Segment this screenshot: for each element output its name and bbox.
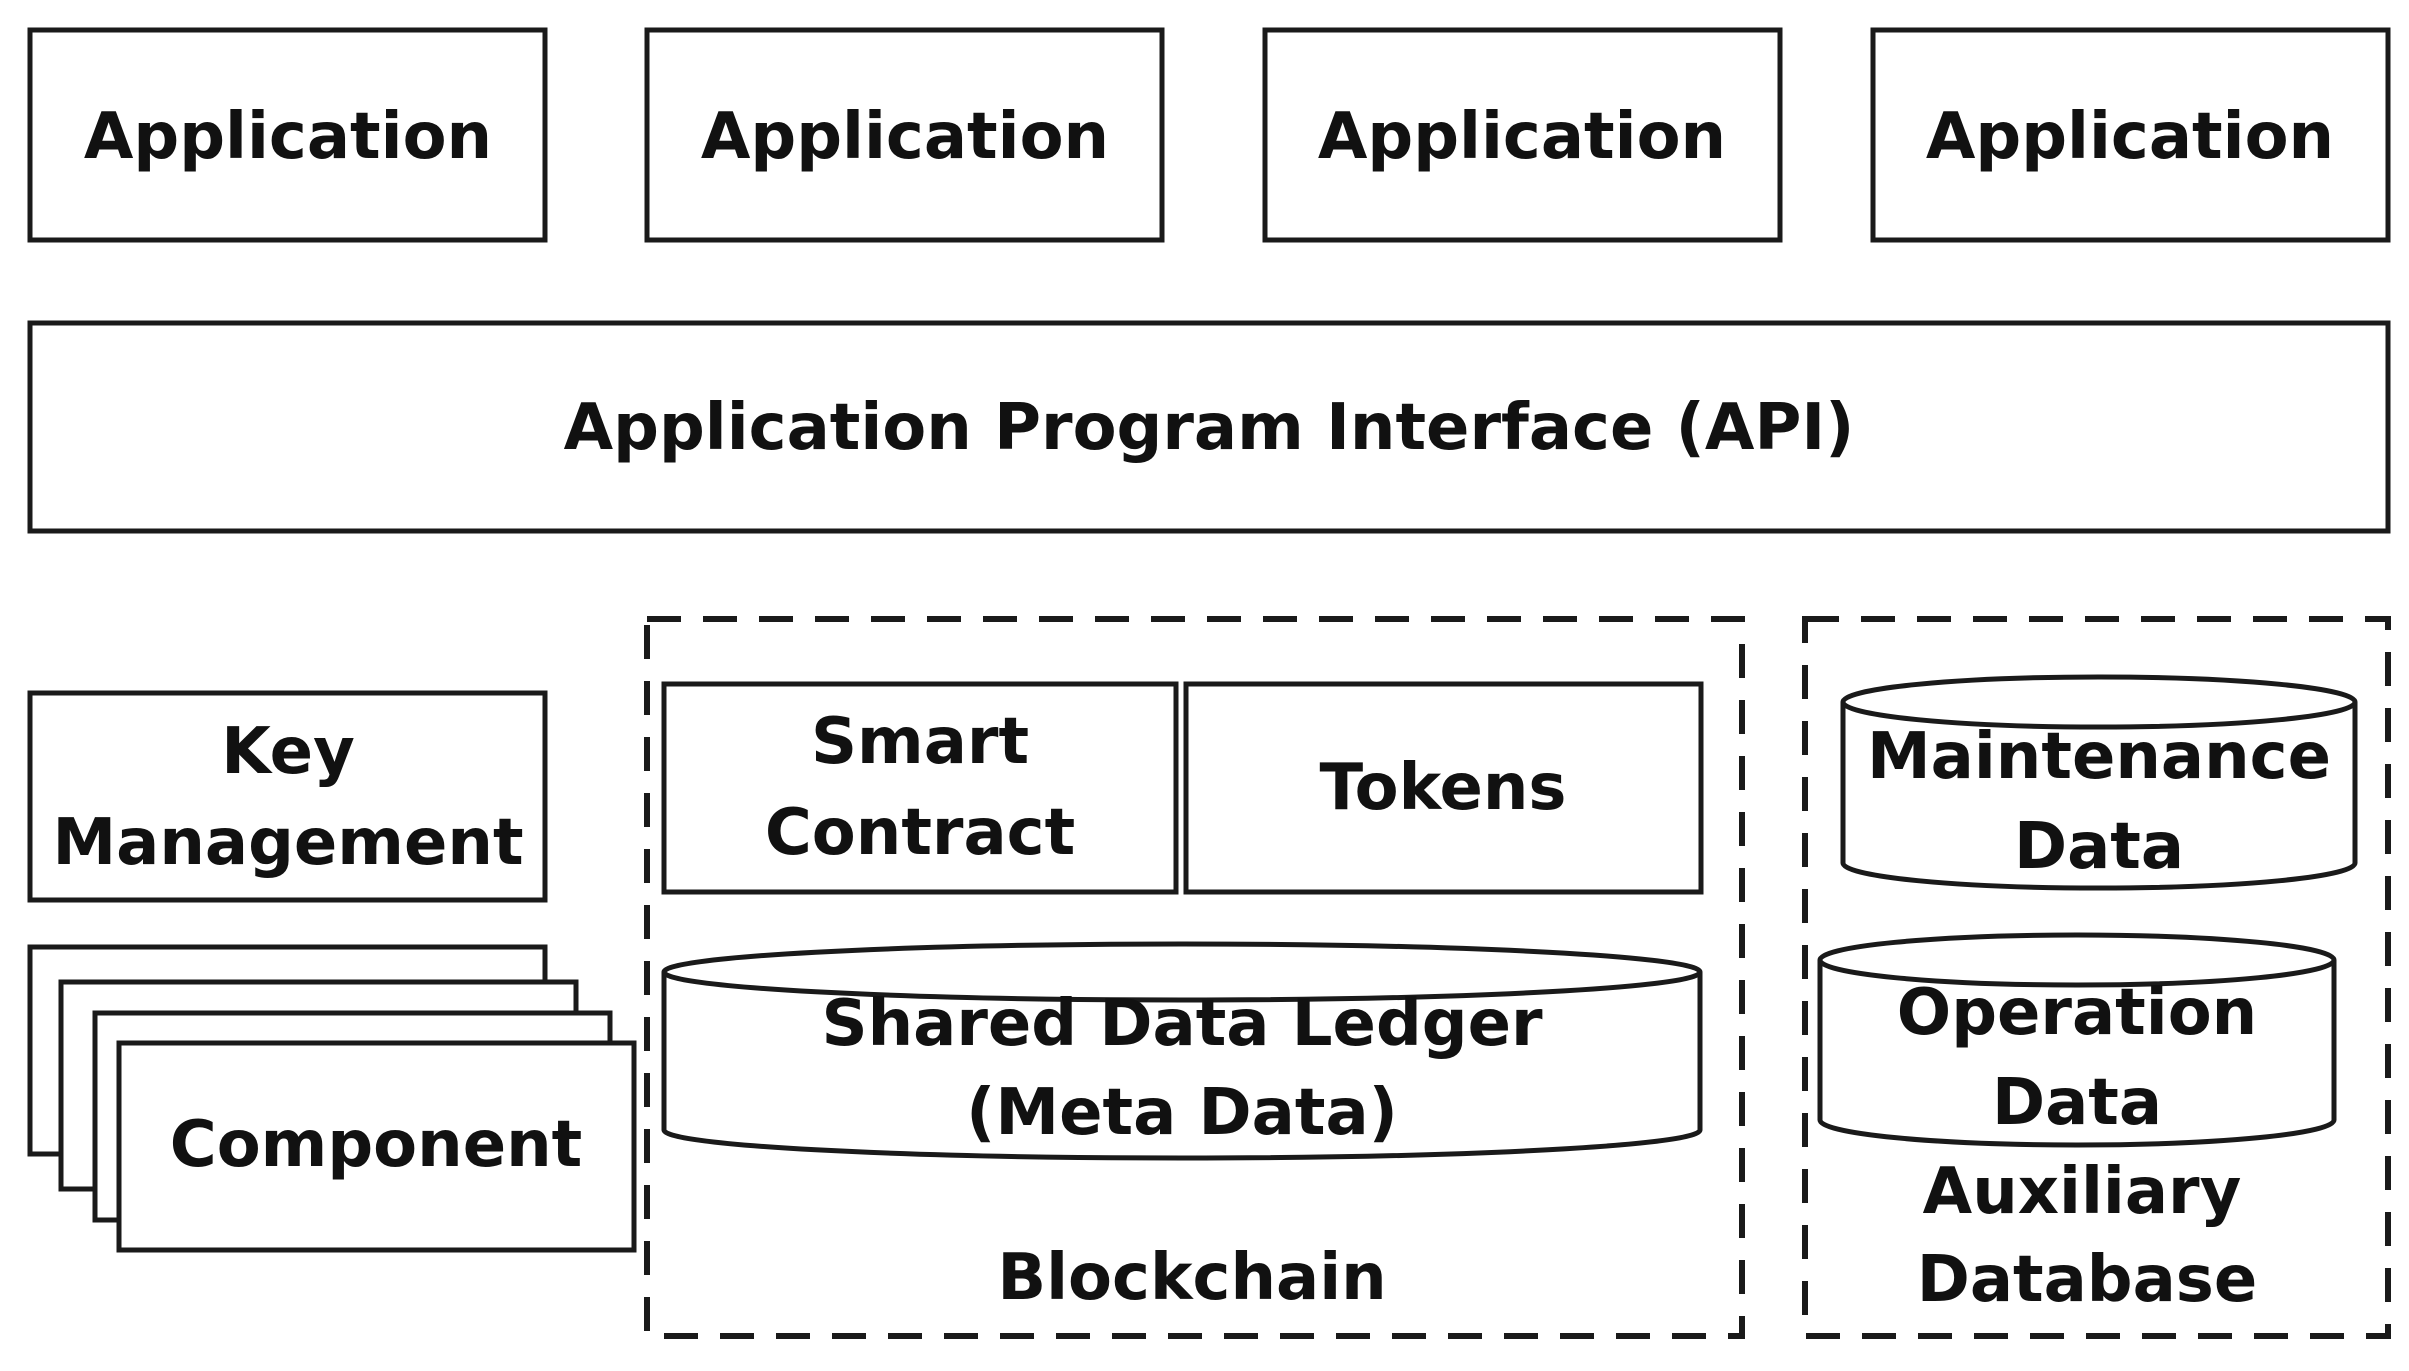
ledger-label-line1: Shared Data Ledger [821, 987, 1543, 1061]
api-label: Application Program Interface (API) [564, 391, 1855, 465]
operation-cylinder-top [1817, 932, 2337, 988]
smart-contract-label-line2: Contract [765, 796, 1075, 870]
application-label-2: Application [701, 100, 1109, 174]
maintenance-cylinder-top [1840, 674, 2358, 730]
application-box-3: Application [1262, 27, 1783, 243]
smart-contract-label-line1: Smart [811, 705, 1029, 779]
ledger-cylinder-top [661, 941, 1703, 1003]
blockchain-boundary [644, 616, 1745, 1339]
component-stack: Component [27, 944, 637, 1253]
auxiliary-database-label-line2: Database [1917, 1243, 2258, 1317]
key-management-label-line1: Key [221, 715, 355, 789]
auxiliary-database-group: Maintenance Data Operation Data Auxiliar… [1802, 616, 2391, 1339]
auxiliary-database-label-line1: Auxiliary [1923, 1155, 2242, 1229]
maintenance-label-line1: Maintenance [1867, 720, 2331, 794]
application-label-4: Application [1926, 100, 2334, 174]
tokens-label: Tokens [1319, 751, 1566, 825]
application-box-4: Application [1870, 27, 2391, 243]
application-label-3: Application [1318, 100, 1726, 174]
operation-data-cylinder: Operation Data [1817, 932, 2337, 1148]
smart-contract-box: Smart Contract [661, 681, 1179, 895]
application-label-1: Application [84, 100, 492, 174]
component-card-front [116, 1040, 637, 1253]
blockchain-group: Smart Contract Tokens Shared Data Ledger… [644, 616, 1745, 1339]
blockchain-label: Blockchain [997, 1241, 1386, 1315]
operation-label-line2: Data [1992, 1066, 2162, 1140]
maintenance-label-line2: Data [2014, 810, 2184, 884]
application-box-2: Application [644, 27, 1165, 243]
component-label: Component [170, 1108, 583, 1182]
operation-label-line1: Operation [1897, 976, 2257, 1050]
auxiliary-database-boundary [1802, 616, 2391, 1339]
tokens-box: Tokens [1183, 681, 1704, 895]
ledger-label-line2: (Meta Data) [966, 1076, 1398, 1150]
shared-data-ledger-cylinder: Shared Data Ledger (Meta Data) [661, 941, 1703, 1161]
key-management-box: Key Management [27, 690, 548, 903]
maintenance-data-cylinder: Maintenance Data [1840, 674, 2358, 891]
api-box: Application Program Interface (API) [27, 320, 2391, 534]
application-box-1: Application [27, 27, 548, 243]
key-management-label-line2: Management [52, 806, 523, 880]
